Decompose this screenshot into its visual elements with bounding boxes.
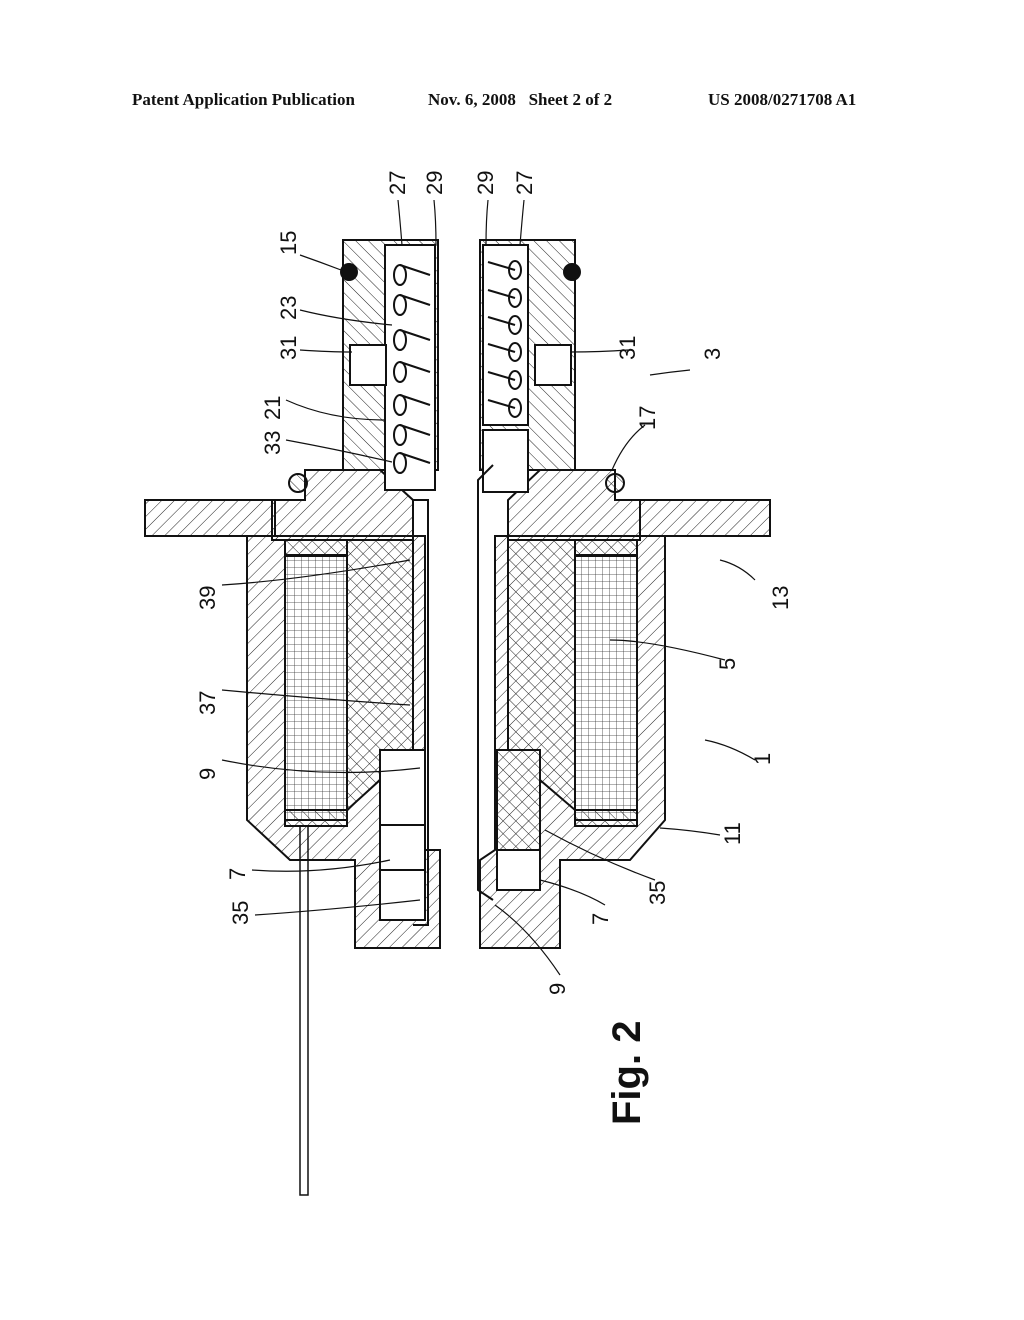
ref-7-left: 7 — [225, 868, 250, 880]
ref-11: 11 — [720, 822, 745, 845]
ref-21: 21 — [260, 396, 285, 420]
ref-27-right: 27 — [512, 171, 537, 195]
ref-15: 15 — [276, 231, 301, 255]
ref-31-left: 31 — [276, 336, 301, 360]
right-half-section — [477, 239, 771, 949]
publication-number: US 2008/0271708 A1 — [708, 90, 857, 109]
ref-1: 1 — [750, 753, 775, 765]
ref-9-left: 9 — [195, 768, 220, 780]
ref-23: 23 — [276, 296, 301, 320]
figure-label: Fig. 2 — [605, 1021, 649, 1125]
ref-33: 33 — [260, 431, 285, 455]
reference-numerals: 27 29 29 27 15 23 31 31 3 21 33 17 39 13… — [195, 171, 793, 995]
leader-lines — [221, 199, 756, 976]
ref-17: 17 — [635, 406, 660, 430]
ref-39: 39 — [195, 586, 220, 610]
left-half-section — [144, 239, 441, 1196]
ref-5: 5 — [715, 658, 740, 670]
ref-29-right: 29 — [473, 171, 498, 195]
ref-27-left: 27 — [385, 171, 410, 195]
ref-29-left: 29 — [422, 171, 447, 195]
ref-13: 13 — [768, 586, 793, 610]
publication-title: Patent Application Publication — [132, 90, 355, 109]
date-and-sheet: Nov. 6, 2008 Sheet 2 of 2 — [428, 90, 613, 109]
ref-37: 37 — [195, 691, 220, 715]
ref-3: 3 — [700, 348, 725, 360]
ref-9-right: 9 — [545, 983, 570, 995]
ref-31-right: 31 — [615, 336, 640, 360]
ref-7-right: 7 — [588, 913, 613, 925]
ref-35-left: 35 — [228, 901, 253, 925]
ref-35-right: 35 — [645, 881, 670, 905]
